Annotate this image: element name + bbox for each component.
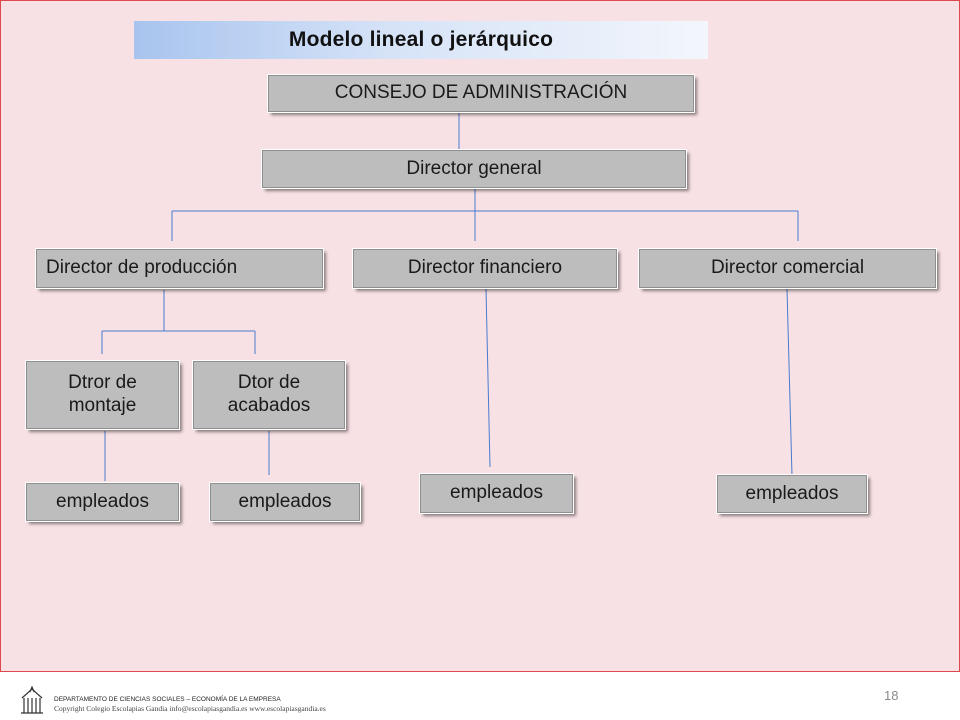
- node-director-general-label: Director general: [406, 157, 542, 179]
- node-director-comercial-label: Director comercial: [710, 257, 865, 279]
- node-director-financiero: Director financiero: [352, 248, 618, 289]
- node-empleados-comercial: empleados: [716, 474, 868, 514]
- node-empleados-montaje-label: empleados: [56, 490, 149, 512]
- node-empleados-montaje: empleados: [25, 482, 180, 522]
- node-dtor-montaje-label: Dtror de montaje: [68, 372, 137, 416]
- node-empleados-comercial-label: empleados: [745, 482, 839, 504]
- school-crest-icon: [21, 686, 43, 714]
- footer: [0, 672, 960, 720]
- node-director-produccion: Director de producción: [35, 248, 324, 289]
- footer-department: DEPARTAMENTO DE CIENCIAS SOCIALES – ECON…: [54, 696, 281, 703]
- title-bar: Modelo lineal o jerárquico: [134, 21, 708, 59]
- node-consejo: CONSEJO DE ADMINISTRACIÓN: [267, 74, 695, 113]
- node-empleados-financiero-label: empleados: [450, 482, 543, 504]
- node-director-produccion-label: Director de producción: [46, 257, 238, 279]
- page-number: 18: [884, 688, 899, 703]
- node-dtor-acabados-label: Dtor de acabados: [227, 372, 311, 416]
- node-empleados-financiero: empleados: [419, 473, 574, 514]
- node-director-general: Director general: [261, 149, 687, 189]
- node-dtor-acabados: Dtor de acabados: [192, 360, 346, 430]
- connector-financiero-empleados: [485, 288, 491, 468]
- connector-comercial-empleados: [786, 288, 793, 477]
- node-empleados-acabados: empleados: [209, 482, 361, 522]
- node-empleados-acabados-label: empleados: [238, 490, 332, 512]
- node-consejo-label: CONSEJO DE ADMINISTRACIÓN: [334, 82, 628, 104]
- node-director-financiero-label: Director financiero: [407, 257, 563, 279]
- node-dtor-montaje: Dtror de montaje: [25, 360, 180, 430]
- footer-copyright: Copyright Colegio Escolapias Gandia info…: [54, 704, 326, 713]
- slide: Modelo lineal o jerárquico CONSEJO DE AD…: [0, 0, 960, 672]
- node-director-comercial: Director comercial: [638, 248, 937, 289]
- slide-title: Modelo lineal o jerárquico: [288, 28, 554, 51]
